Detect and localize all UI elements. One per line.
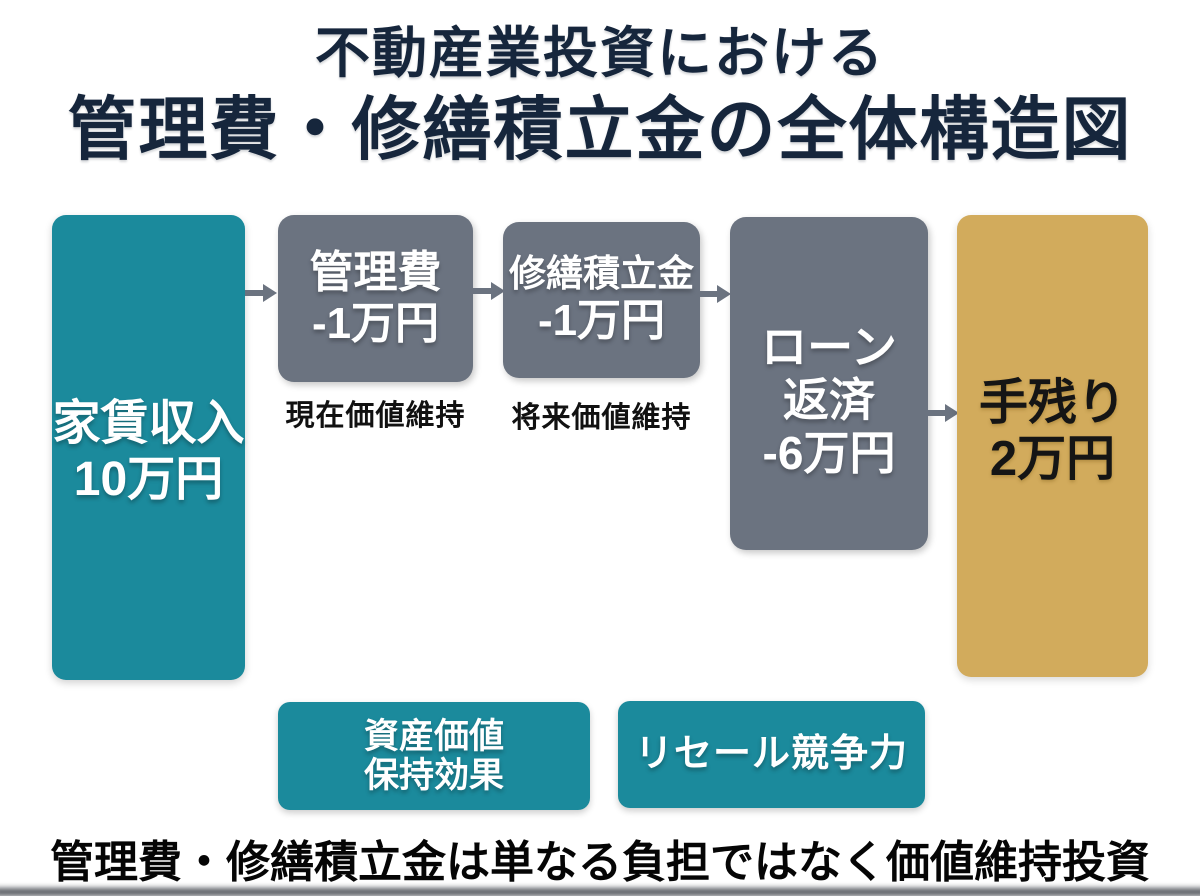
net-remainder-box: 手残り 2万円 (957, 215, 1148, 677)
repair-reserve-label: 修繕積立金 (509, 253, 694, 295)
arrow-right-icon (473, 282, 505, 300)
rent-income-label: 家賃収入 (52, 397, 245, 451)
rent-income-amount: 10万円 (73, 452, 224, 506)
asset-value-line2: 保持効果 (363, 756, 504, 795)
management-fee-amount: -1万円 (311, 298, 440, 348)
loan-label-line1: ローン (761, 321, 897, 374)
management-fee-box: 管理費 -1万円 (278, 215, 473, 382)
footer-statement: 管理費・修繕積立金は単なる負担ではなく価値維持投資 (50, 838, 1150, 887)
management-fee-label: 管理費 (309, 247, 442, 297)
loan-label-line2: 返済 (783, 374, 875, 427)
arrow-right-icon (245, 284, 277, 302)
arrow-right-icon (699, 285, 731, 303)
repair-reserve-box: 修繕積立金 -1万円 (503, 222, 700, 378)
page-title: 不動産業投資における 管理費・修繕積立金の全体構造図 (0, 22, 1200, 168)
net-remainder-amount: 2万円 (989, 432, 1116, 487)
rent-income-box: 家賃収入 10万円 (52, 215, 245, 680)
asset-value-line1: 資産価値 (363, 716, 504, 756)
loan-amount: -6万円 (762, 426, 896, 479)
resale-competitiveness-box: リセール競争力 (618, 701, 925, 808)
current-value-caption: 現在価値維持 (285, 400, 466, 432)
title-line-2: 管理費・修繕積立金の全体構造図 (67, 91, 1133, 168)
net-remainder-text: 手残り 2万円 (979, 375, 1126, 488)
net-remainder-label: 手残り (978, 376, 1126, 430)
loan-repayment-box: ローン 返済 -6万円 (730, 217, 928, 550)
repair-reserve-amount: -1万円 (537, 295, 666, 345)
resale-label: リセール競争力 (634, 733, 908, 776)
asset-value-benefit-box: 資産価値 保持効果 (278, 702, 590, 810)
arrow-right-icon (927, 404, 959, 422)
future-value-caption: 将来価値維持 (511, 402, 692, 434)
bottom-edge-strip (0, 888, 1200, 896)
title-line-1: 不動産業投資における (314, 22, 885, 84)
